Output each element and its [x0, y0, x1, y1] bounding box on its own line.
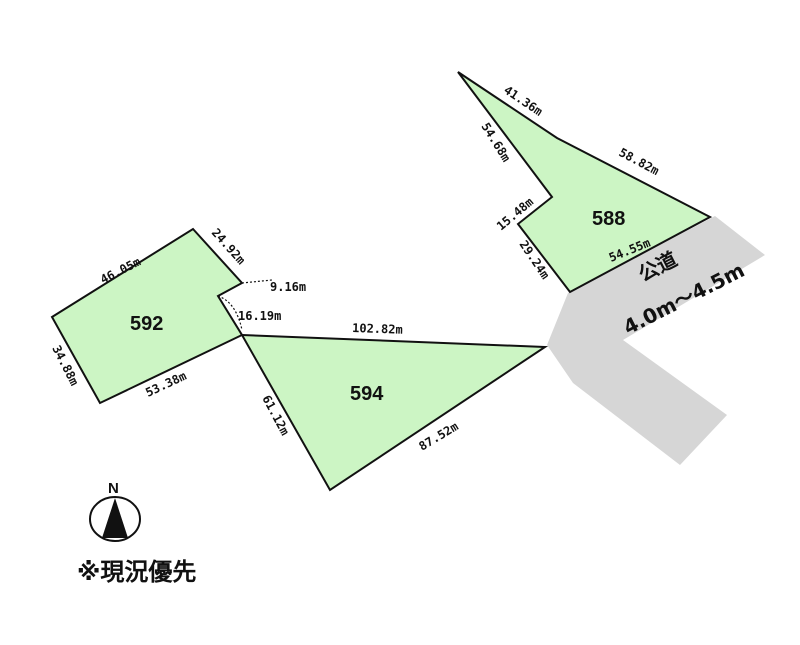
dim-label: 102.82m: [352, 321, 403, 337]
lot-594[interactable]: [240, 333, 549, 492]
lot-number-588: 588: [592, 208, 625, 230]
as-is-priority-note: ※現況優先: [77, 558, 196, 586]
dim-label: 16.19m: [238, 309, 281, 323]
lot-588[interactable]: [457, 71, 713, 294]
compass-north-label: N: [108, 480, 119, 497]
public-road: [547, 216, 765, 465]
dim-leader-9-16: [241, 279, 273, 284]
lot-number-592: 592: [130, 313, 163, 335]
dim-label: 9.16m: [270, 280, 306, 294]
north-arrow-icon: N: [89, 480, 141, 542]
lot-number-594: 594: [350, 383, 384, 405]
